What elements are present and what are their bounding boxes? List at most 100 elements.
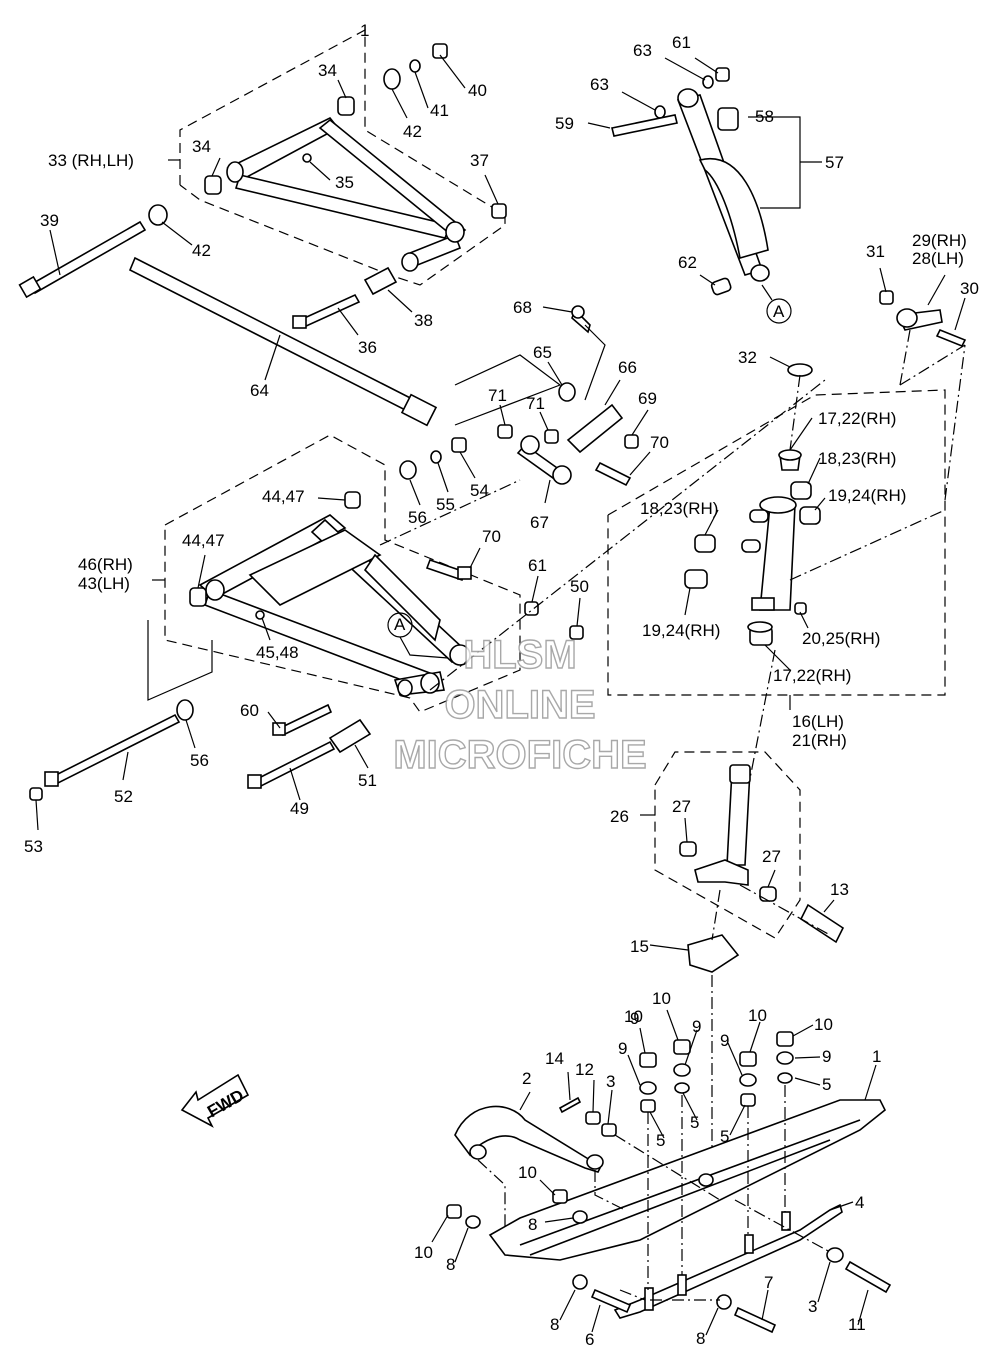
part-label: 44,47 (182, 531, 225, 550)
part-label: 63 (633, 41, 652, 60)
part-label: 16(LH) (792, 712, 844, 731)
part-label: 71 (526, 394, 545, 413)
part-label: 42 (403, 122, 422, 141)
part-label: 6 (585, 1330, 594, 1349)
part-label: 67 (530, 513, 549, 532)
part-label: 10 (414, 1243, 433, 1262)
part-label: 56 (190, 751, 209, 770)
shock-absorber (587, 57, 822, 324)
part-label: 65 (533, 343, 552, 362)
upper-arm-group (18, 28, 507, 427)
part-label: 18,23(RH) (640, 499, 718, 518)
part-label: 70 (482, 527, 501, 546)
link-rod (454, 305, 651, 504)
ski-assembly (431, 1009, 892, 1336)
part-label: 10 (652, 989, 671, 1008)
part-label: 63 (590, 75, 609, 94)
part-label: 35 (335, 173, 354, 192)
spindle-group (607, 344, 966, 831)
part-label: 21(RH) (792, 731, 847, 750)
part-label: 17,22(RH) (773, 666, 851, 685)
part-label: 9 (720, 1031, 729, 1050)
part-label: 62 (678, 253, 697, 272)
steering-arm (879, 267, 967, 386)
part-label: 64 (250, 381, 269, 400)
part-label: 57 (825, 153, 844, 172)
lower-arm-group (29, 379, 826, 831)
part-label: 55 (436, 495, 455, 514)
part-label: 9 (822, 1047, 831, 1066)
part-label: 69 (638, 389, 657, 408)
part-label: 27 (672, 797, 691, 816)
part-label: 41 (430, 101, 449, 120)
part-label: 1 (872, 1047, 881, 1066)
part-label: 34 (318, 61, 337, 80)
part-label: 34 (192, 137, 211, 156)
part-label: 5 (656, 1131, 665, 1150)
watermark-line2: ONLINE (444, 683, 595, 727)
part-label: 9 (618, 1039, 627, 1058)
part-label: 20,25(RH) (802, 629, 880, 648)
part-label: 60 (240, 701, 259, 720)
part-label: 8 (550, 1315, 559, 1334)
watermark-line1: HLSM (463, 633, 576, 677)
part-label: 43(LH) (78, 574, 130, 593)
part-label: 4 (855, 1193, 864, 1212)
part-label: 51 (358, 771, 377, 790)
part-label: 58 (755, 107, 774, 126)
part-label: 5 (690, 1113, 699, 1132)
part-label: 12 (575, 1060, 594, 1079)
part-label: 46(RH) (78, 555, 133, 574)
part-label: 31 (866, 242, 885, 261)
part-label: 36 (358, 338, 377, 357)
part-label: 11 (848, 1315, 866, 1334)
part-label: 2 (522, 1069, 531, 1088)
part-label: 27 (762, 847, 781, 866)
part-label: 9 (630, 1009, 639, 1028)
ski-column-group (640, 751, 845, 1180)
part-label: 15 (630, 937, 649, 956)
part-label: 17,22(RH) (818, 409, 896, 428)
part-label: 3 (606, 1072, 615, 1091)
part-label: 38 (414, 311, 433, 330)
part-label: 70 (650, 433, 669, 452)
part-label: 8 (696, 1329, 705, 1348)
part-label: 37 (470, 151, 489, 170)
part-label: 33 (RH,LH) (48, 151, 134, 170)
part-label: 13 (830, 880, 849, 899)
part-label: 52 (114, 787, 133, 806)
part-label: 30 (960, 279, 979, 298)
part-label: 9 (692, 1017, 701, 1036)
part-label: 39 (40, 211, 59, 230)
part-label: 40 (468, 81, 487, 100)
part-label: 68 (513, 298, 532, 317)
part-label: 10 (748, 1006, 767, 1025)
part-label: 56 (408, 508, 427, 527)
part-label: 18,23(RH) (818, 449, 896, 468)
part-label: 3 (808, 1297, 817, 1316)
part-label: 26 (610, 807, 629, 826)
part-label: 44,47 (262, 487, 305, 506)
watermark-line3: MICROFICHE (393, 733, 646, 777)
part-label: 8 (528, 1215, 537, 1234)
part-label: A (394, 615, 406, 634)
part-label: 59 (555, 114, 574, 133)
part-label: 1 (360, 21, 369, 40)
part-label: A (773, 302, 785, 321)
part-label: 19,24(RH) (642, 621, 720, 640)
part-label: 5 (822, 1075, 831, 1094)
part-label: 50 (570, 577, 589, 596)
part-label: 5 (720, 1127, 729, 1146)
watermark: HLSM ONLINE MICROFICHE (393, 632, 648, 777)
part-label: 54 (470, 481, 489, 500)
part-label: 8 (446, 1255, 455, 1274)
part-label: 71 (488, 386, 507, 405)
part-label: 42 (192, 241, 211, 260)
part-label: 19,24(RH) (828, 486, 906, 505)
part-label: 66 (618, 358, 637, 377)
fwd-arrow-icon: FWD (180, 1073, 250, 1128)
part-label: 45,48 (256, 643, 299, 662)
part-label: 29(RH) (912, 231, 967, 250)
part-label: 7 (764, 1273, 773, 1292)
